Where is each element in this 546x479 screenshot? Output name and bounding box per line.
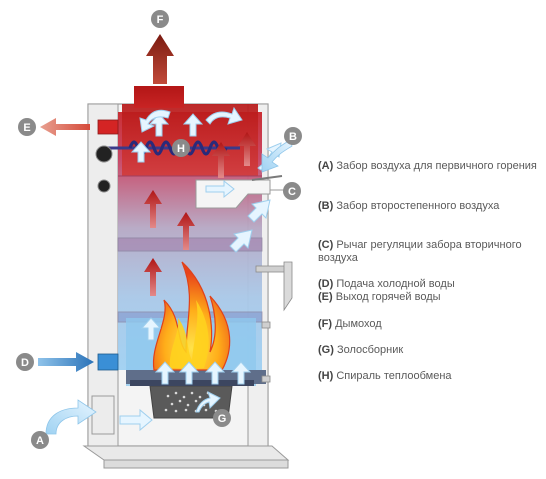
badge-E: E [18, 118, 36, 136]
legend-text: Забор воздуха для первичного горения [336, 160, 537, 172]
door-handle [255, 261, 293, 383]
legend-item-a: (A) Забор воздуха для первичного горения [318, 160, 544, 173]
svg-text:D: D [21, 357, 29, 369]
svg-text:E: E [23, 122, 30, 134]
secondary-air-arrow [261, 139, 293, 173]
hot-water-out-arrow [40, 118, 90, 136]
legend-item-e: (E) Выход горячей воды [318, 291, 544, 304]
svg-text:F: F [157, 14, 164, 26]
chimney [134, 86, 184, 108]
legend-key: (C) [318, 239, 334, 251]
flue-arrow [146, 34, 174, 84]
svg-text:B: B [289, 131, 297, 143]
badge-D: D [16, 353, 34, 371]
hot-water-outlet-pipe [97, 119, 119, 135]
legend-text: Забор второстепенного воздуха [336, 200, 500, 212]
primary-air-arrow [45, 399, 97, 435]
primary-air-panel [91, 395, 115, 435]
legend-key: (D) [318, 278, 334, 290]
legend-item-c: (C) Рычаг регуляции забора вторичного во… [318, 239, 544, 265]
legend-text: Рычаг регуляции забора вторичного воздух… [318, 239, 522, 264]
legend-item-h: (H) Спираль теплообмена [318, 370, 544, 383]
badge-F: F [151, 10, 169, 28]
legend-key: (A) [318, 160, 334, 172]
legend-key: (B) [318, 200, 334, 212]
hot-gas-arrows [144, 132, 256, 296]
svg-text:A: A [36, 435, 44, 447]
legend-key: (E) [318, 291, 333, 303]
badge-A: A [31, 431, 49, 449]
legend-text: Подача холодной воды [336, 278, 455, 290]
legend-item-g: (G) Золосборник [318, 344, 544, 357]
svg-text:G: G [218, 413, 227, 425]
badge-H: H [172, 139, 190, 157]
legend-item-b: (B) Забор второстепенного воздуха [318, 200, 544, 213]
legend-text: Золосборник [336, 344, 404, 356]
cold-water-inlet-pipe [97, 353, 119, 371]
legend-key: (F) [318, 318, 333, 330]
legend-item-f: (F) Дымоход [318, 318, 544, 331]
legend-key: (G) [318, 344, 334, 356]
legend-text: Дымоход [335, 318, 382, 330]
badge-G: G [213, 409, 231, 427]
flame [152, 261, 231, 371]
control-dials [95, 145, 113, 193]
badge-B: B [284, 127, 302, 145]
svg-text:C: C [288, 186, 296, 198]
legend-key: (H) [318, 370, 334, 382]
badge-C: C [283, 182, 301, 200]
legend-item-d: (D) Подача холодной воды [318, 278, 544, 291]
legend-text: Выход горячей воды [335, 291, 441, 303]
cold-water-in-arrow [38, 352, 94, 372]
legend-text: Спираль теплообмена [336, 370, 452, 382]
svg-text:H: H [177, 143, 185, 155]
